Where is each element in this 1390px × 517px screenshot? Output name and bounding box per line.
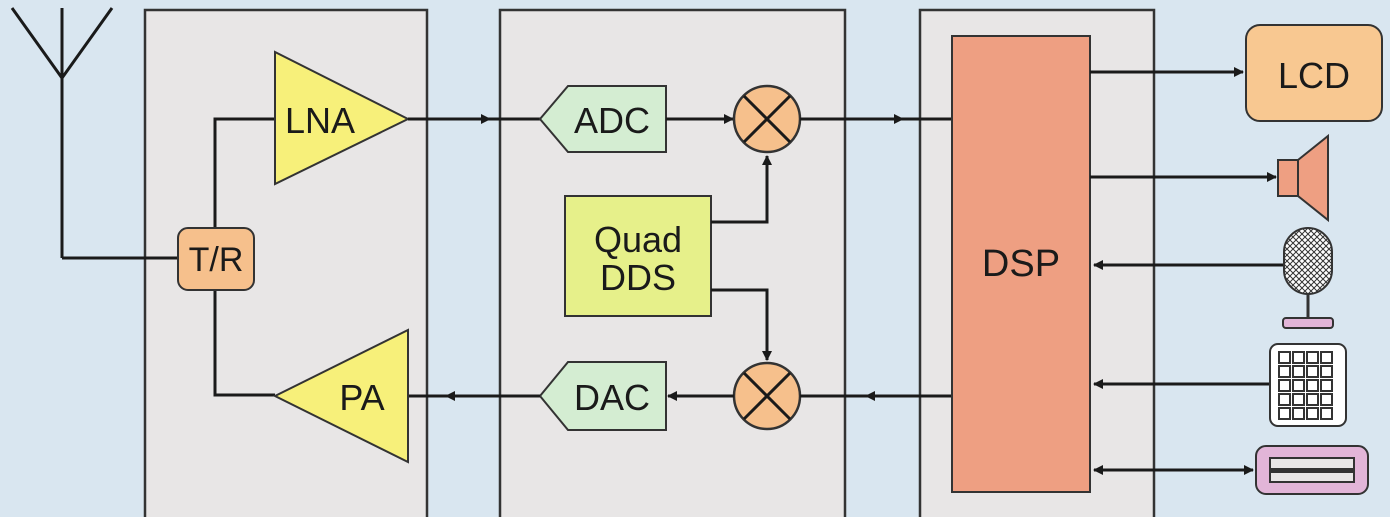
adc-label: ADC (574, 100, 650, 141)
tr-switch (177, 227, 255, 291)
mixer-icon (732, 361, 802, 431)
dsp-block (951, 35, 1091, 493)
lna-amplifier (274, 50, 411, 186)
dac-block (538, 361, 667, 431)
speaker-icon (1277, 133, 1329, 223)
pa-to-tr-wire (213, 290, 275, 397)
tr-label: T/R (189, 241, 244, 279)
quad-dds-label-line1: Quad (594, 219, 682, 260)
quad-dds-block (564, 195, 712, 317)
dds-to-upper-mixer-arrow (711, 155, 772, 224)
lna-label: LNA (285, 100, 355, 141)
dds-to-lower-mixer-arrow (711, 288, 772, 361)
dsp-label: DSP (982, 243, 1060, 285)
quad-dds-label-line2: DDS (600, 257, 676, 298)
antenna-icon (10, 7, 114, 258)
microphone-icon (1282, 227, 1334, 329)
lcd-label: LCD (1278, 55, 1350, 96)
usb-port-icon (1255, 445, 1369, 495)
lcd-display (1245, 24, 1383, 122)
keypad-icon (1269, 343, 1347, 427)
tr-to-lna-wire (213, 117, 275, 228)
pa-amplifier (272, 328, 409, 464)
dac-label: DAC (574, 377, 650, 418)
pa-label: PA (339, 377, 384, 418)
mixer-icon (732, 84, 802, 154)
